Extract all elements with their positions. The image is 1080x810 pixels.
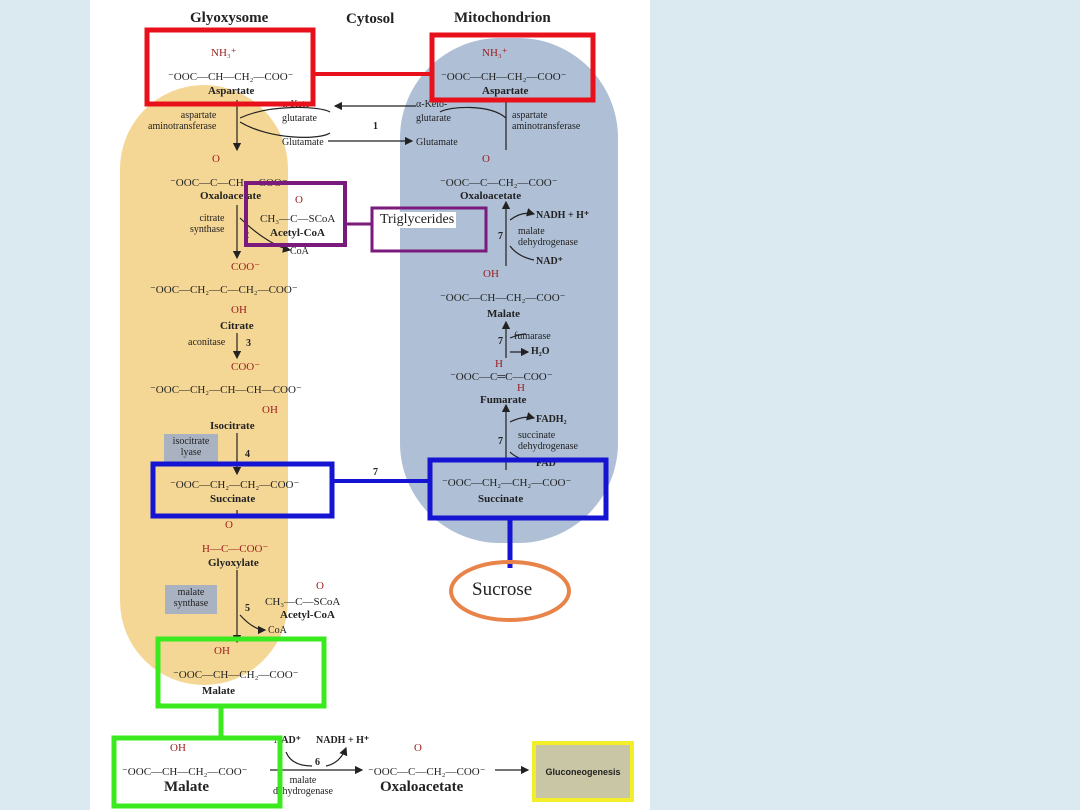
enzyme-mdh-cytosol: malate dehydrogenase [273, 775, 333, 797]
gluconeogenesis-label: Gluconeogenesis [545, 766, 621, 777]
gluconeogenesis-box: Gluconeogenesis [532, 741, 634, 802]
mitochondrion-header: Mitochondrion [454, 10, 551, 26]
ms-acetyl-o: O [316, 580, 324, 592]
cytosol-header: Cytosol [346, 11, 395, 27]
oaa-o-cytosol: O [414, 742, 422, 754]
isocitrate-coo: COO⁻ [231, 361, 261, 373]
enzyme-fumarase: fumarase [514, 331, 551, 342]
isocitrate-oh: OH [262, 404, 278, 416]
sucrose-label: Sucrose [472, 579, 533, 600]
enzyme-icl: isocitrate lyase [164, 434, 218, 463]
oaa-o-glyoxysome: O [212, 153, 220, 165]
glyoxylate-label: Glyoxylate [208, 557, 259, 569]
oaa-o-mito: O [482, 153, 490, 165]
alpha-ketoglutarate-glyoxysome: α-Keto- glutarate [282, 98, 317, 126]
glutamate-mito: Glutamate [416, 137, 458, 148]
fumarate-label: Fumarate [480, 394, 527, 406]
oaa-formula-cytosol: ⁻OOC—C—CH₂—COO⁻ [368, 766, 486, 778]
oxaloacetate-label-glyoxysome: Oxaloacetate [200, 190, 262, 202]
fadh2-mito: FADH₂ [536, 414, 567, 425]
enzyme-sdh: succinate dehydrogenase [518, 430, 578, 452]
acetyl-o: O [295, 194, 303, 206]
oxaloacetate-label-cytosol: Oxaloacetate [380, 779, 464, 795]
glutamate-glyoxysome: Glutamate [282, 137, 324, 148]
isocitrate-formula: ⁻OOC—CH₂—CH—CH—COO⁻ [150, 384, 302, 396]
malate-label-mito: Malate [487, 308, 520, 320]
nad-cytosol: NAD⁺ [274, 735, 301, 746]
malate-label-cytosol: Malate [164, 779, 209, 795]
citrate-formula: ⁻OOC—CH₂—C—CH₂—COO⁻ [150, 284, 298, 296]
step-7-sdh: 7 [498, 436, 503, 447]
malate-formula-cytosol: ⁻OOC—CH—CH₂—COO⁻ [122, 766, 248, 778]
step-7-mdh: 7 [498, 231, 503, 242]
step-7-transport: 7 [373, 467, 378, 478]
oxaloacetate-label-mito: Oxaloacetate [460, 190, 522, 202]
aspartate-nh3-mito: NH₃⁺ [482, 47, 508, 59]
malate-label-glyoxysome: Malate [202, 685, 235, 697]
enzyme-mdh-mito: malate dehydrogenase [518, 226, 578, 248]
acetyl-coa-label: Acetyl-CoA [270, 227, 325, 239]
fumarate-h-bottom: H [517, 382, 525, 394]
aspartate-label-glyoxysome: Aspartate [208, 85, 255, 97]
oaa-formula-mito: ⁻OOC—C—CH₂—COO⁻ [440, 177, 558, 189]
enzyme-aat-mito: aspartate aminotransferase [512, 110, 581, 132]
enzyme-aat-glyoxysome: aspartate aminotransferase [148, 110, 217, 132]
step-2: 2 [244, 230, 249, 241]
step-5: 5 [245, 603, 250, 614]
malate-oh-glyoxysome: OH [214, 645, 230, 657]
acetyl-coa-formula: CH₃—C—SCoA [260, 213, 336, 225]
step-4: 4 [245, 449, 250, 460]
ms-acetyl-formula: CH₃—C—SCoA [265, 596, 341, 608]
glutarate-text-mito: glutarate [416, 113, 451, 124]
coa-glyoxysome-1: CoA [290, 246, 309, 257]
a-keto-text: α-Keto- [282, 99, 314, 110]
succinate-formula-mito: ⁻OOC—CH₂—CH₂—COO⁻ [442, 477, 572, 489]
aspartate-label-mito: Aspartate [482, 85, 529, 97]
oaa-formula-glyoxysome: ⁻OOC—C—CH₂—COO⁻ [170, 177, 288, 189]
nadh-cytosol: NADH + H⁺ [316, 735, 370, 746]
enzyme-aconitase: aconitase [188, 337, 226, 348]
succinate-label-glyoxysome: Succinate [210, 493, 256, 505]
enzyme-ms: malate synthase [165, 585, 217, 614]
isocitrate-label: Isocitrate [210, 420, 255, 432]
citrate-label: Citrate [220, 320, 254, 332]
nadh-mito: NADH + H⁺ [536, 210, 590, 221]
step-3: 3 [246, 338, 251, 349]
slide-canvas: Glyoxysome Cytosol Mitochondrion NH₃⁺ ⁻O… [90, 0, 650, 810]
step-1: 1 [373, 121, 378, 132]
malate-oh-cytosol: OH [170, 742, 186, 754]
aspartate-formula-glyoxysome: ⁻OOC—CH—CH₂—COO⁻ [168, 71, 294, 83]
nad-mito: NAD⁺ [536, 256, 563, 267]
citrate-coo: COO⁻ [231, 261, 261, 273]
aspartate-nh3-glyoxysome: NH₃⁺ [211, 47, 237, 59]
alpha-ketoglutarate-mito: α-Keto- glutarate [416, 98, 451, 126]
succinate-formula-glyoxysome: ⁻OOC—CH₂—CH₂—COO⁻ [170, 479, 300, 491]
glutarate-text: glutarate [282, 113, 317, 124]
h2o-mito: H₂O [531, 346, 550, 357]
ms-acetyl-label: Acetyl-CoA [280, 609, 335, 621]
coa-glyoxysome-2: CoA [268, 625, 287, 636]
malate-formula-glyoxysome: ⁻OOC—CH—CH₂—COO⁻ [173, 669, 299, 681]
step-7-fumarase: 7 [498, 336, 503, 347]
glyoxysome-header: Glyoxysome [190, 10, 269, 26]
step-6: 6 [315, 757, 320, 768]
succinate-label-mito: Succinate [478, 493, 524, 505]
fad-mito: FAD [536, 458, 556, 469]
fumarate-formula: ⁻OOC—C═C—COO⁻ [450, 371, 553, 383]
glyoxylate-formula: H—C—COO⁻ [202, 543, 269, 555]
a-keto-text-mito: α-Keto- [416, 99, 448, 110]
triglycerides-label: Triglycerides [378, 212, 457, 228]
glyoxylate-o: O [225, 519, 233, 531]
fumarate-h-top: H [495, 358, 503, 370]
citrate-oh: OH [231, 304, 247, 316]
enzyme-cs: citrate synthase [190, 213, 225, 235]
malate-formula-mito: ⁻OOC—CH—CH₂—COO⁻ [440, 292, 566, 304]
malate-oh-mito: OH [483, 268, 499, 280]
aspartate-formula-mito: ⁻OOC—CH—CH₂—COO⁻ [441, 71, 567, 83]
